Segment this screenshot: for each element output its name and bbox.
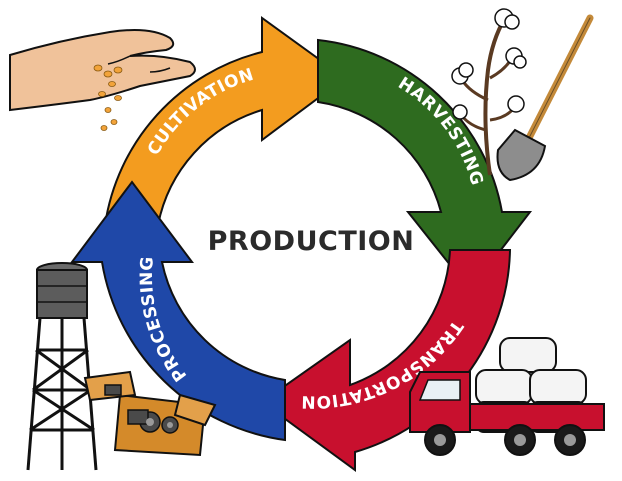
cultivation-arrow	[103, 16, 347, 226]
water-tower-and-machinery-icon	[26, 262, 217, 471]
cotton-plant-and-shovel-icon	[451, 8, 594, 182]
harvesting-arrow	[317, 38, 533, 292]
transportation-arrow	[260, 249, 512, 472]
truck-with-bales-icon	[409, 337, 605, 456]
center-title: PRODUCTION	[208, 226, 415, 257]
hand-sowing-seeds-icon	[9, 29, 196, 131]
